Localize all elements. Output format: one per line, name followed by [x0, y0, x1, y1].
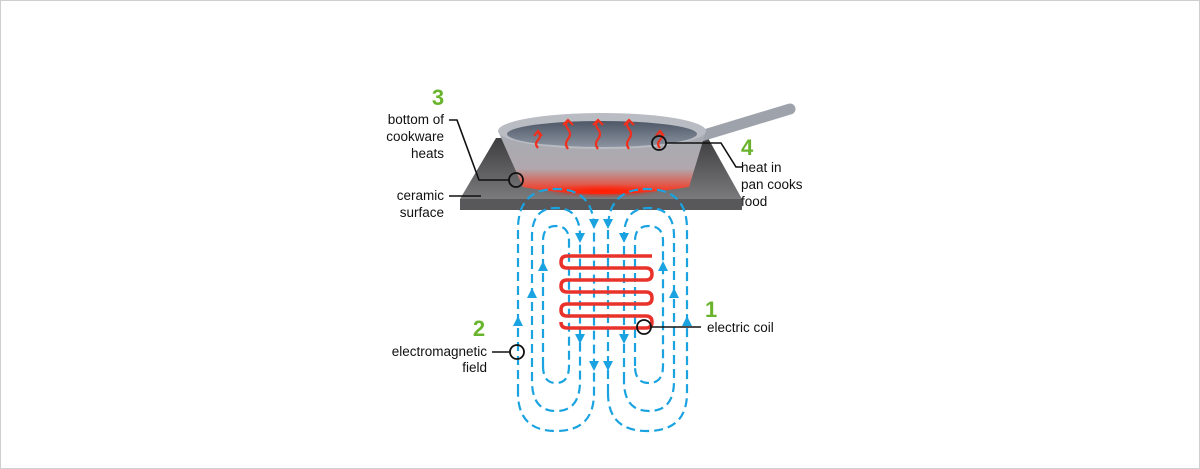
- svg-text:field: field: [462, 360, 487, 375]
- svg-text:food: food: [741, 194, 767, 209]
- svg-text:pan cooks: pan cooks: [741, 177, 803, 192]
- electromagnetic-field-lines: [513, 187, 692, 433]
- callout-number: 4: [741, 135, 754, 160]
- callout-bottom-heats: 3 bottom of cookware heats: [386, 85, 524, 188]
- callout-electromagnetic-field: 2 electromagnetic field: [392, 316, 525, 375]
- svg-text:bottom of: bottom of: [388, 112, 445, 127]
- svg-text:ceramic: ceramic: [397, 188, 445, 203]
- heat-waves: [533, 118, 665, 150]
- svg-text:electric coil: electric coil: [707, 320, 774, 335]
- callout-electric-coil: 1 electric coil: [636, 297, 774, 335]
- svg-text:heat in: heat in: [741, 160, 782, 175]
- pan-handle: [685, 103, 796, 145]
- svg-text:cookware: cookware: [386, 129, 444, 144]
- electric-coil: [559, 254, 654, 330]
- callout-heat-cooks-food: 4 heat in pan cooks food: [651, 135, 803, 209]
- callout-number: 2: [473, 316, 485, 341]
- svg-text:heats: heats: [411, 146, 444, 161]
- callout-number: 1: [705, 297, 717, 322]
- svg-text:electromagnetic: electromagnetic: [392, 344, 488, 359]
- label-ceramic-surface: ceramic surface: [397, 188, 481, 220]
- svg-text:surface: surface: [400, 205, 444, 220]
- frying-pan: [498, 113, 706, 198]
- callout-number: 3: [432, 85, 444, 110]
